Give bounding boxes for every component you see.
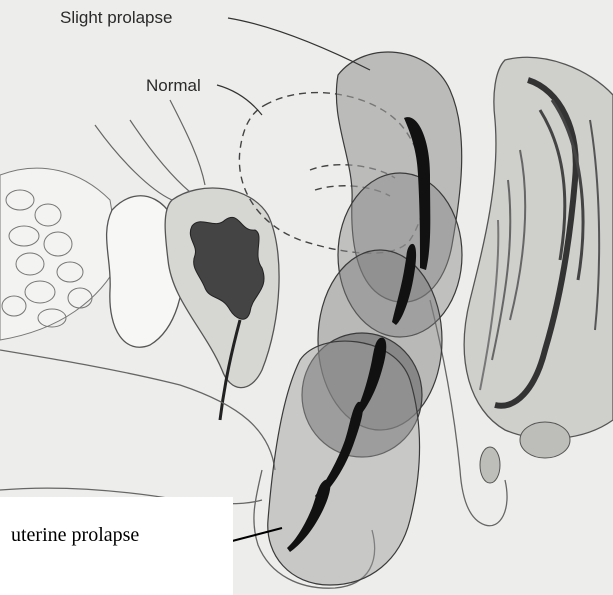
label-uterine-prolapse: uterine prolapse <box>11 524 139 547</box>
label-normal: Normal <box>146 76 201 95</box>
label-slight-prolapse: Slight prolapse <box>60 8 172 27</box>
